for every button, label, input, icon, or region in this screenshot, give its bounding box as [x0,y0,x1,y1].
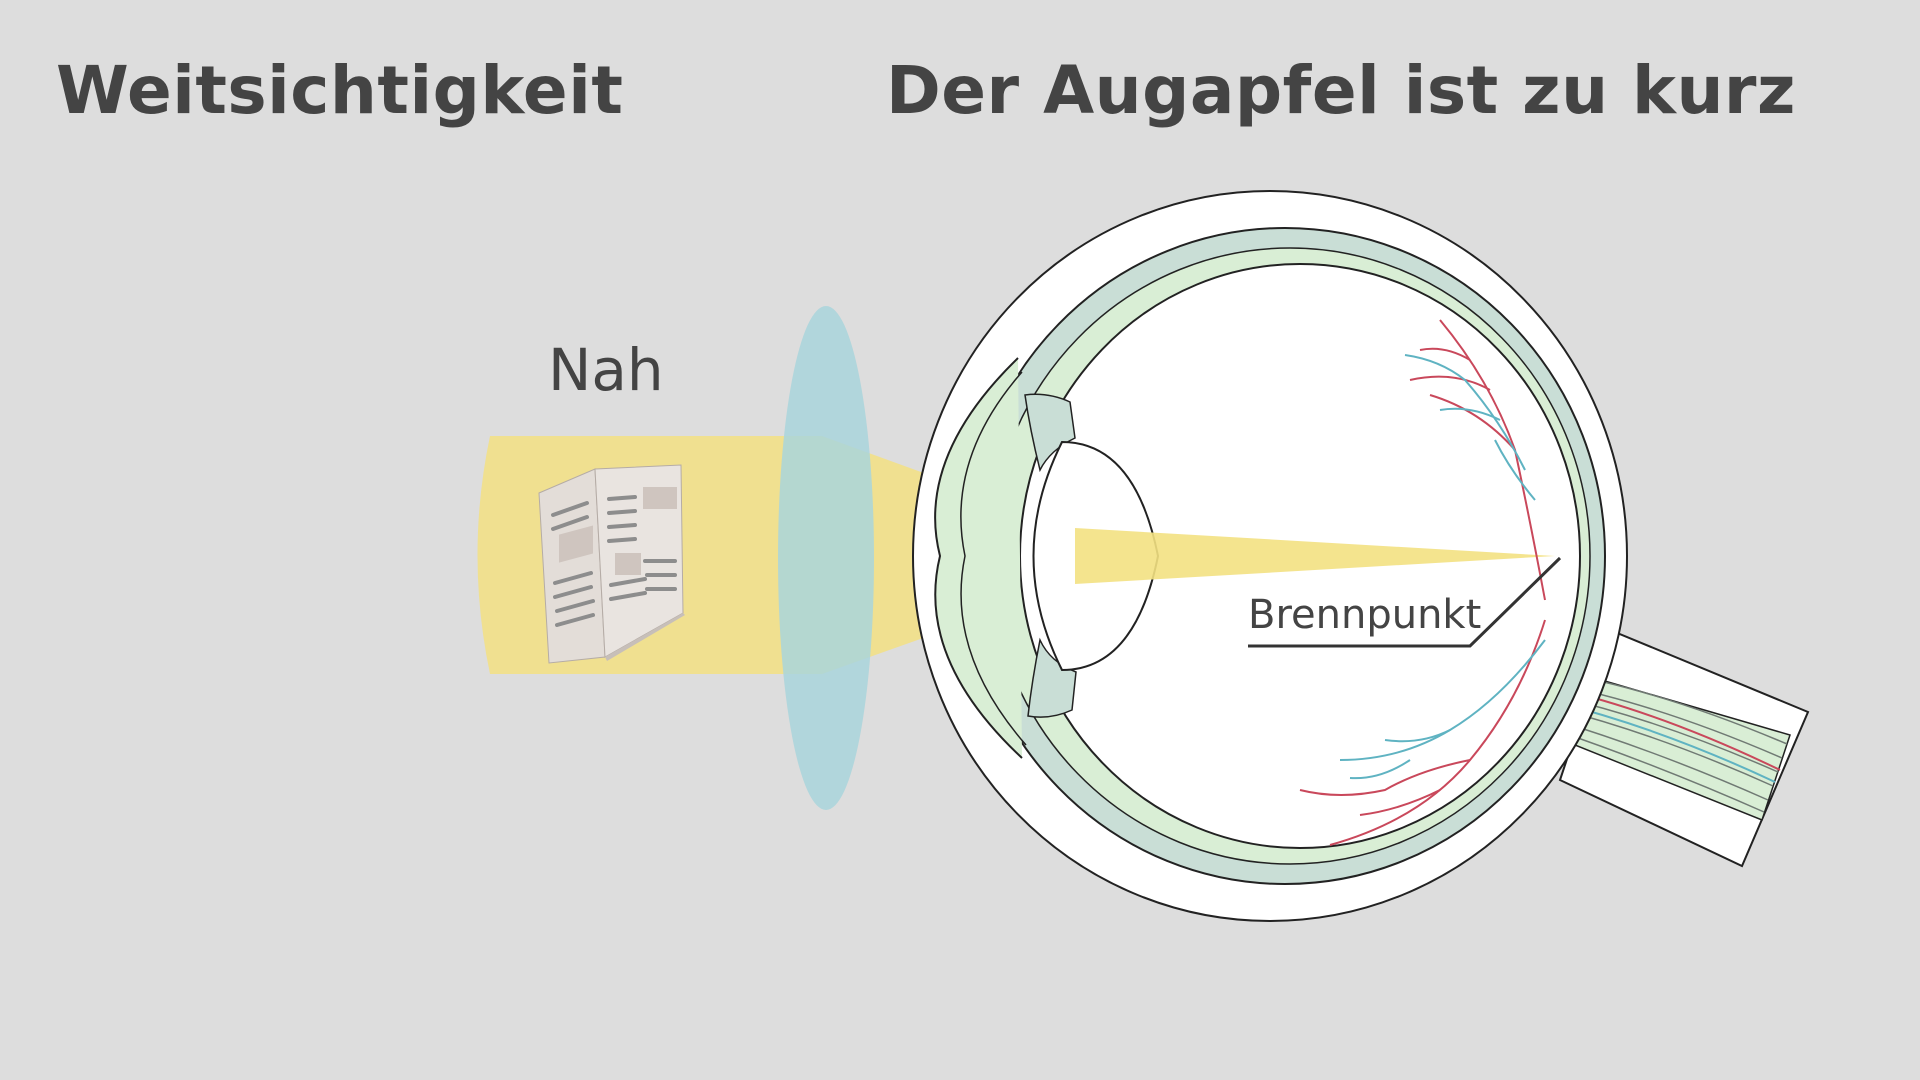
corrective-lens [778,306,874,810]
newspaper-icon [538,464,685,664]
light-beam-inside [1075,528,1555,584]
focal-point-label: Brennpunkt [1248,592,1481,638]
cornea [934,357,1027,759]
title-left: Weitsichtigkeit [56,52,624,129]
iris [1024,393,1077,718]
title-right: Der Augapfel ist zu kurz [886,52,1796,129]
near-label: Nah [548,336,664,404]
blood-vessels [1299,319,1546,846]
focal-point-pointer [1248,556,1562,648]
